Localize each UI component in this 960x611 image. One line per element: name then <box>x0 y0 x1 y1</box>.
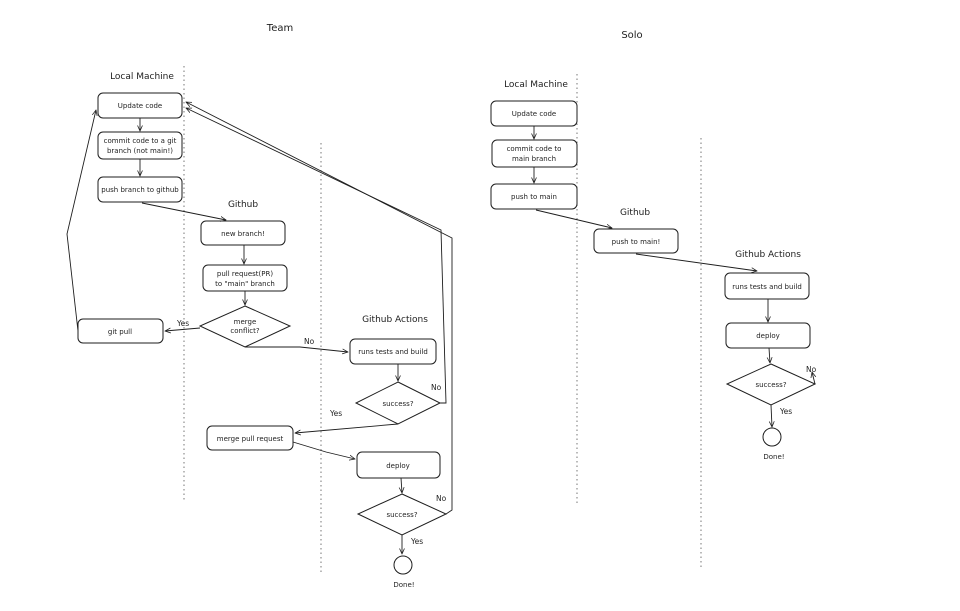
team-edge-label-no-success2: No <box>436 494 447 503</box>
solo-lane-local-machine: Local Machine <box>504 80 568 90</box>
team-runs-tests-label: runs tests and build <box>358 348 428 356</box>
solo-github-push-main-label: push to main! <box>612 238 661 246</box>
team-update-code-label: Update code <box>118 102 162 110</box>
solo-arrow-github-to-tests <box>635 253 757 271</box>
team-deploy-box <box>356 451 441 479</box>
team-merge-pr-box <box>206 425 294 451</box>
team-git-pull-label: git pull <box>108 328 132 336</box>
team-push-branch-box <box>97 176 183 203</box>
team-pull-request-label-line1: pull request(PR) <box>217 270 273 278</box>
team-arrow-success1-yes-to-merge <box>295 423 399 433</box>
team-arrow-deploy-to-success2 <box>401 477 402 493</box>
solo-title: Solo <box>621 30 642 41</box>
solo-arrow-success-yes-to-done <box>771 404 772 427</box>
solo-commit-label-line1: commit code to <box>507 145 562 153</box>
team-new-branch-box <box>200 220 286 246</box>
team-edge-label-yes-success1: Yes <box>329 409 342 418</box>
solo-lane-github: Github <box>620 208 650 218</box>
team-lane-local-machine: Local Machine <box>110 72 174 82</box>
team-deploy-label: deploy <box>386 462 410 470</box>
solo-success-label: success? <box>755 381 786 389</box>
solo-arrow-success-no-loop <box>812 372 815 385</box>
solo-commit-label-line2: main branch <box>512 155 556 163</box>
team-arrow-conflict-no-to-tests <box>245 346 348 352</box>
solo-github-push-main-box <box>593 228 679 254</box>
solo-deploy-box <box>725 322 811 349</box>
team-push-branch-label: push branch to github <box>101 186 179 194</box>
team-lane-github-actions: Github Actions <box>362 315 428 325</box>
team-success-label-1: success? <box>382 400 413 408</box>
team-commit-label-line2: branch (not main!) <box>107 147 173 155</box>
solo-lane-github-actions: Github Actions <box>735 250 801 260</box>
team-edge-label-yes-success2: Yes <box>410 537 423 546</box>
team-arrow-git-pull-to-update <box>66 110 96 332</box>
team-arrow-merge-to-deploy <box>292 441 355 459</box>
solo-runs-tests-label: runs tests and build <box>732 283 802 291</box>
team-edge-label-yes-conflict: Yes <box>176 319 189 328</box>
team-arrow-push-to-new-branch <box>141 202 226 220</box>
solo-arrow-push-to-github <box>535 209 612 228</box>
team-arrow-success1-no-to-update <box>186 107 447 404</box>
team-success-label-2: success? <box>386 511 417 519</box>
team-merge-pr-label: merge pull request <box>217 435 284 443</box>
team-new-branch-label: new branch! <box>221 230 265 238</box>
solo-commit-box <box>491 139 578 168</box>
solo-push-main-box <box>490 183 578 210</box>
solo-runs-tests-box <box>724 272 810 300</box>
team-lane-github: Github <box>228 200 258 210</box>
solo-arrow-deploy-to-success <box>769 347 770 363</box>
solo-deploy-label: deploy <box>756 332 780 340</box>
solo-done-label: Done! <box>763 453 784 461</box>
team-commit-label-line1: commit code to a git <box>104 137 177 145</box>
team-arrow-conflict-yes-to-git-pull <box>165 327 201 331</box>
team-edge-label-no-success1: No <box>431 383 442 392</box>
team-title: Team <box>266 23 293 34</box>
solo-edge-label-no: No <box>806 365 817 374</box>
solo-done-circle <box>762 427 782 447</box>
team-edge-label-no-conflict: No <box>304 337 315 346</box>
team-merge-conflict-label-line2: conflict? <box>230 327 260 335</box>
team-merge-conflict-label-line1: merge <box>234 318 257 326</box>
team-runs-tests-box <box>349 338 437 365</box>
solo-update-code-label: Update code <box>512 110 556 118</box>
team-done-label: Done! <box>393 581 414 589</box>
team-done-circle <box>393 555 413 575</box>
team-arrow-success2-no-to-update <box>186 102 453 515</box>
solo-edge-label-yes: Yes <box>779 407 792 416</box>
team-pull-request-label-line2: to "main" branch <box>215 280 275 288</box>
solo-push-main-label: push to main <box>511 193 557 201</box>
